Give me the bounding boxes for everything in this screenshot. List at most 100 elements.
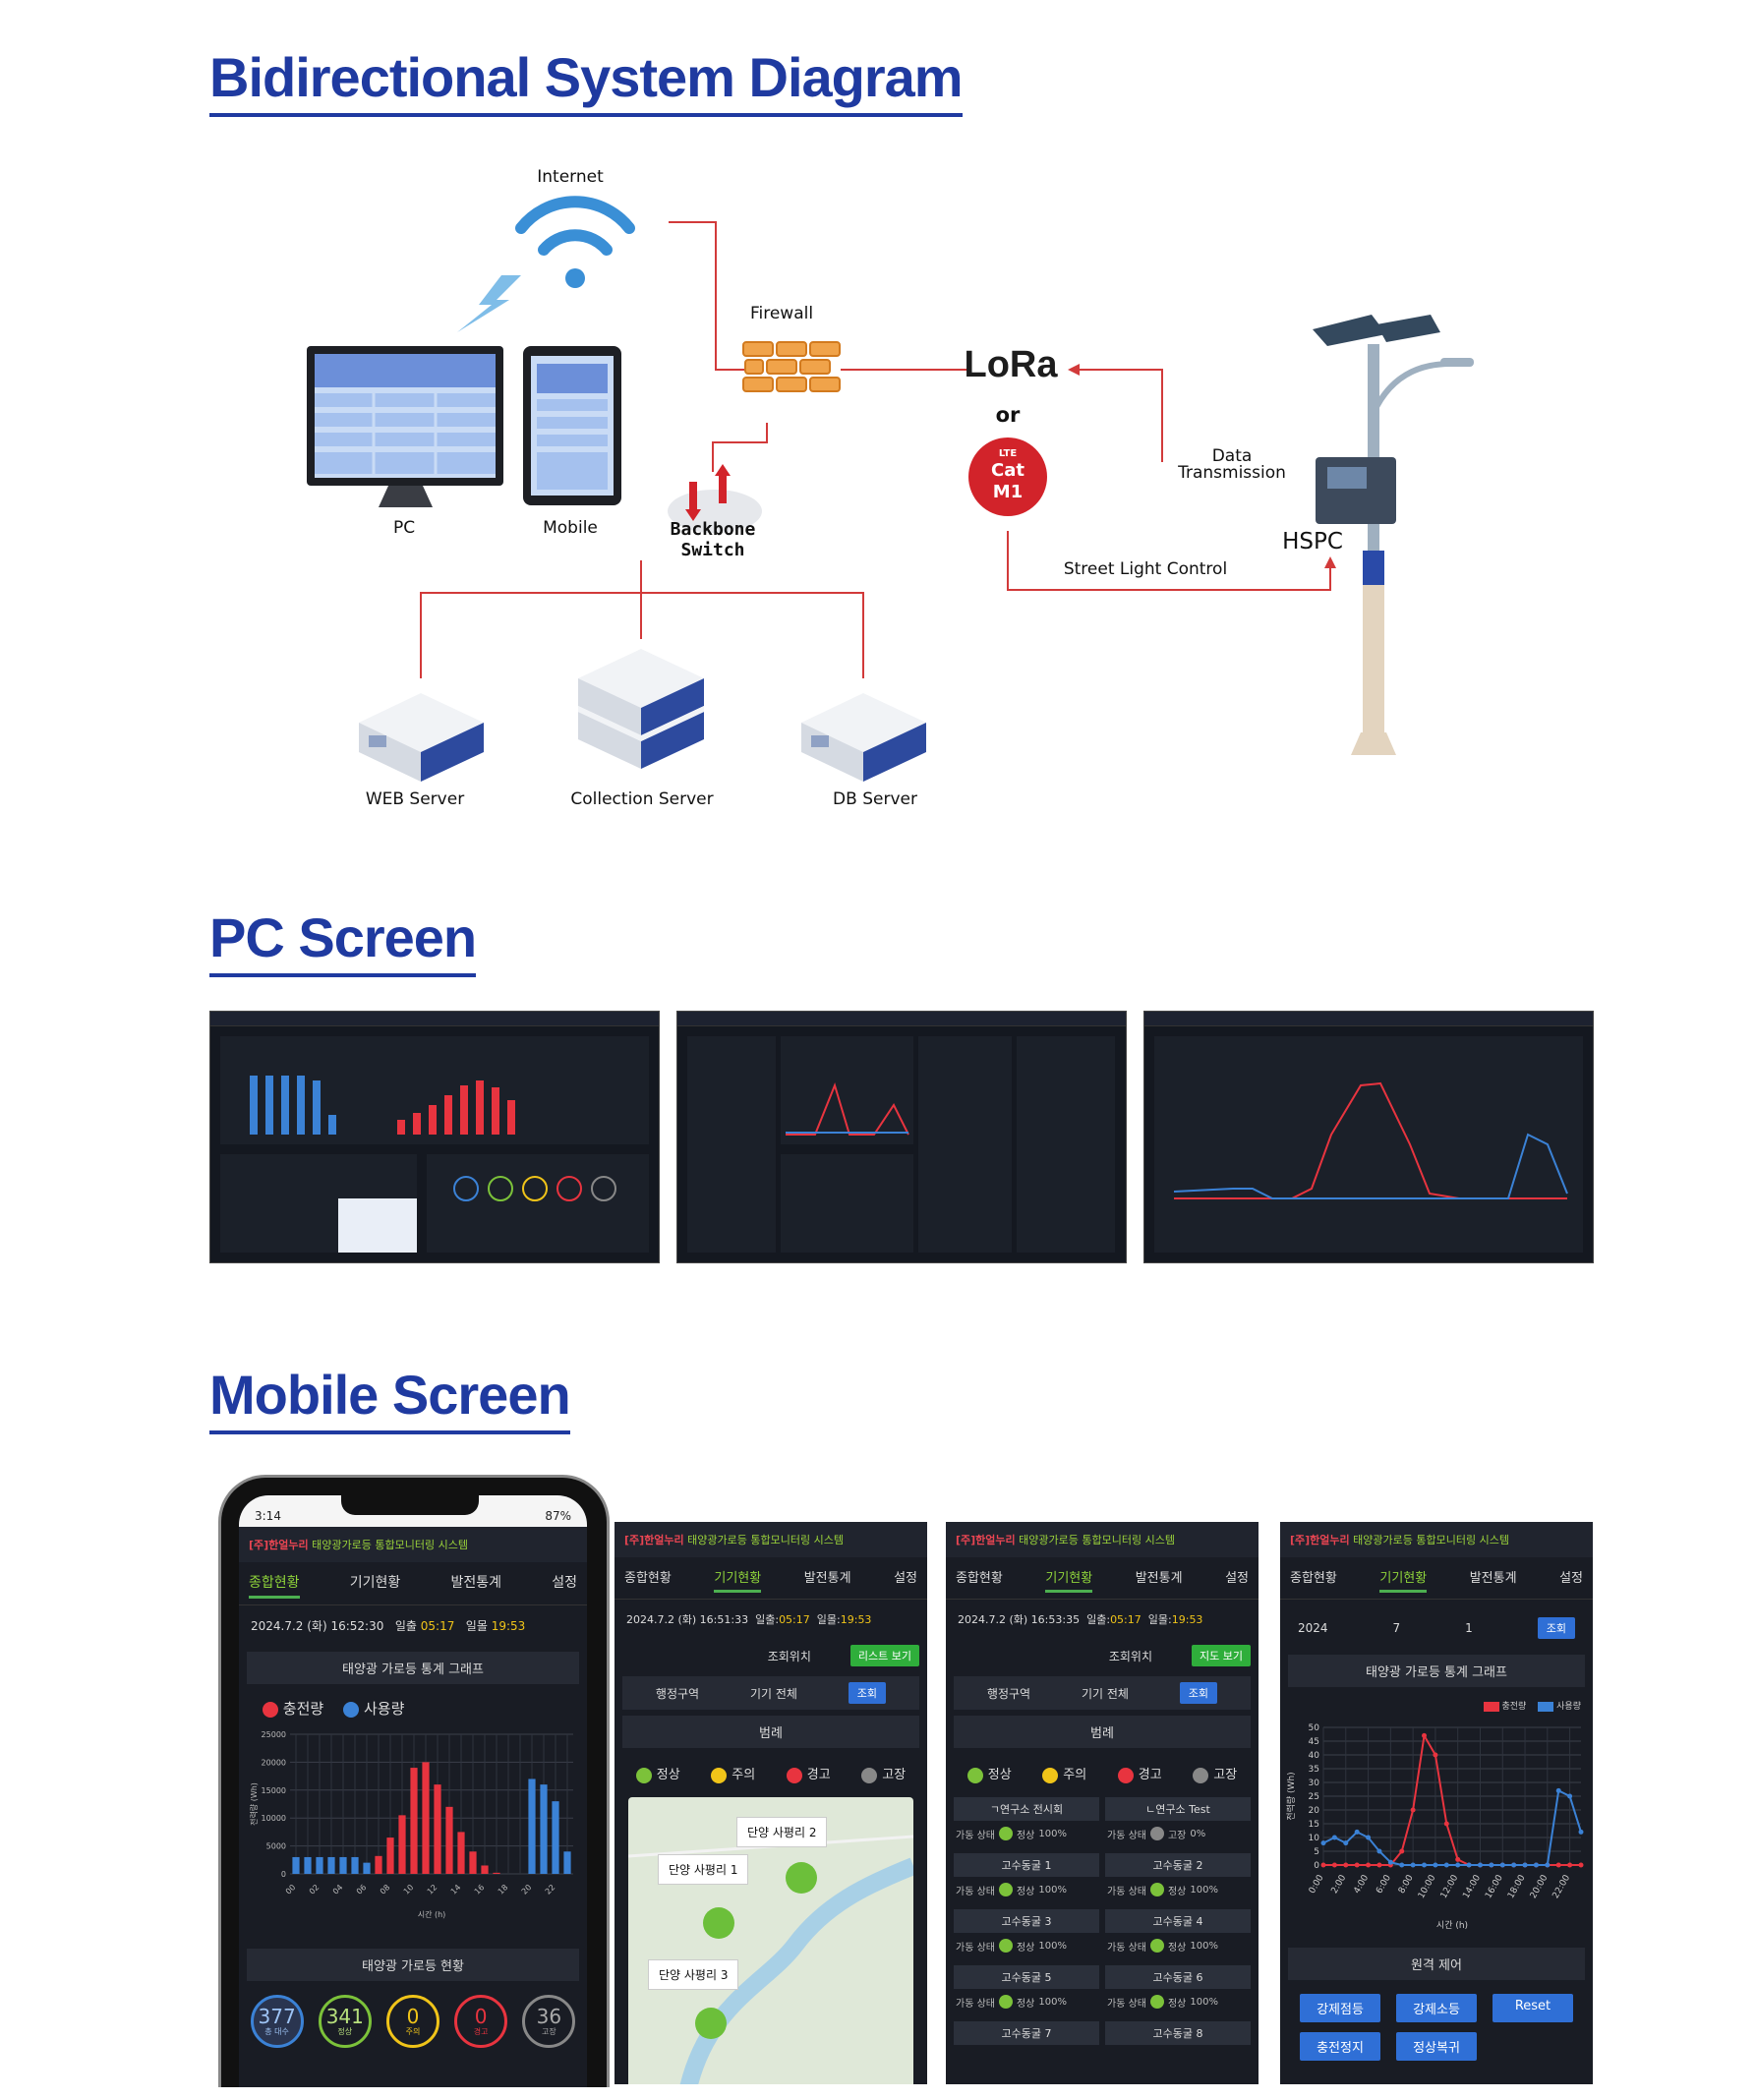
tab-statistics[interactable]: 발전통계 [1469, 1571, 1517, 1586]
bar-use [339, 1856, 347, 1874]
x-tick-label: 10:00 [1417, 1873, 1438, 1900]
connector-lines [420, 221, 1331, 678]
tab-settings[interactable]: 설정 [1225, 1571, 1249, 1586]
tab-devices[interactable]: 기기현황 [714, 1567, 762, 1593]
or-label: or [995, 403, 1021, 427]
admin-area-select[interactable]: 행정구역 [655, 1686, 700, 1701]
point-use [1387, 1859, 1393, 1865]
point-use [1433, 1862, 1438, 1868]
tab-overview[interactable]: 종합현황 [1290, 1571, 1337, 1586]
web-server-label: WEB Server [365, 789, 465, 809]
bar-charge [410, 1768, 418, 1874]
search-button[interactable]: 조회 [1537, 1617, 1575, 1639]
point-charge [1366, 1862, 1372, 1868]
bar-use [363, 1862, 371, 1874]
legend-use-dot [343, 1701, 360, 1718]
y-tick-label: 0 [1314, 1861, 1319, 1871]
search-button[interactable]: 조회 [1179, 1682, 1218, 1704]
y-tick-label: 0 [281, 1870, 286, 1879]
tab-statistics[interactable]: 발전통계 [1135, 1571, 1183, 1586]
graph-legend: 충전량 사용량 [1280, 1693, 1593, 1718]
bar-charge [493, 1872, 500, 1874]
x-tick-label: 6:00 [1375, 1873, 1393, 1896]
admin-area-select[interactable]: 행정구역 [986, 1686, 1031, 1701]
point-charge [1410, 1807, 1416, 1813]
point-use [1533, 1862, 1539, 1868]
map-pin-label[interactable]: 단양 사평리 2 [736, 1816, 828, 1847]
day-select[interactable]: 1 [1465, 1621, 1473, 1635]
status-title: 태양광 가로등 현황 [247, 1949, 579, 1981]
y-axis-label: 전력량 (Wh) [249, 1782, 259, 1826]
bar-charge [469, 1851, 477, 1874]
y-tick-label: 20000 [262, 1758, 286, 1767]
month-select[interactable]: 7 [1392, 1621, 1401, 1635]
x-tick-label: 20 [520, 1883, 534, 1896]
tab-settings[interactable]: 설정 [552, 1575, 577, 1591]
x-tick-label: 16 [473, 1883, 487, 1896]
device-map[interactable]: 단양 사평리 2 단양 사평리 1 단양 사평리 3 [628, 1796, 913, 2084]
backbone-switch-line2: Switch [680, 540, 745, 560]
restore-normal-button[interactable]: 정상복귀 [1396, 2032, 1477, 2061]
x-tick-label: 08 [379, 1883, 392, 1896]
lightning-icon [457, 275, 521, 332]
force-off-button[interactable]: 강제소등 [1396, 1994, 1477, 2022]
db-server-label: DB Server [833, 789, 917, 809]
x-tick-label: 0:00 [1308, 1873, 1326, 1896]
force-on-button[interactable]: 강제점등 [1300, 1994, 1380, 2022]
tab-overview[interactable]: 종합현황 [624, 1571, 672, 1586]
mobile-device-icon [523, 346, 621, 505]
device-card[interactable]: 고수동굴 8 [1105, 2020, 1251, 2045]
status-time: 3:14 [255, 1509, 281, 1523]
tab-overview[interactable]: 종합현황 [249, 1572, 300, 1599]
tab-settings[interactable]: 설정 [894, 1571, 917, 1586]
y-tick-label: 50 [1309, 1723, 1320, 1733]
bar-charge [445, 1806, 453, 1874]
search-button[interactable]: 조회 [848, 1682, 887, 1704]
tab-devices[interactable]: 기기현황 [1379, 1567, 1428, 1593]
datetime-line: 2024.7.2 (화) 16:51:33 일출:05:17 일몰:19:53 [626, 1613, 872, 1626]
all-devices-select[interactable]: 기기 전체 [749, 1686, 797, 1701]
map-pin-label[interactable]: 단양 사평리 3 [648, 1958, 739, 1990]
x-tick-label: 20:00 [1529, 1873, 1551, 1900]
device-card[interactable]: 고수동굴 7 [954, 2020, 1099, 2045]
tab-statistics[interactable]: 발전통계 [450, 1575, 501, 1591]
pc-monitor-icon [307, 346, 503, 507]
point-use [1489, 1862, 1494, 1868]
x-tick-label: 04 [331, 1883, 345, 1896]
year-select[interactable]: 2024 [1298, 1621, 1328, 1635]
tab-devices[interactable]: 기기현황 [1045, 1567, 1093, 1593]
map-view-button[interactable]: 지도 보기 [1192, 1645, 1251, 1666]
y-tick-label: 30 [1309, 1779, 1320, 1788]
y-tick-label: 35 [1309, 1765, 1319, 1775]
hspc-label: HSPC [1282, 529, 1343, 554]
map-pin-label[interactable]: 단양 사평리 1 [658, 1853, 749, 1885]
tab-devices[interactable]: 기기현황 [349, 1575, 401, 1591]
tab-overview[interactable]: 종합현황 [956, 1571, 1003, 1586]
internet-label: Internet [537, 167, 604, 187]
stop-charging-button[interactable]: 충전정지 [1300, 2032, 1380, 2061]
all-devices-select[interactable]: 기기 전체 [1081, 1686, 1129, 1701]
reset-button[interactable]: Reset [1493, 1994, 1573, 2022]
lookup-location-label: 조회위치 [1108, 1649, 1153, 1663]
y-tick-label: 10000 [262, 1814, 286, 1823]
point-use [1354, 1829, 1360, 1835]
bar-use [327, 1856, 335, 1874]
bar-use [552, 1801, 559, 1874]
bar-charge [422, 1762, 430, 1874]
list-view-button[interactable]: 리스트 보기 [849, 1645, 919, 1666]
x-tick-label: 2:00 [1330, 1873, 1349, 1896]
tab-settings[interactable]: 설정 [1559, 1571, 1583, 1586]
x-tick-label: 22 [544, 1883, 557, 1896]
tab-statistics[interactable]: 발전통계 [803, 1571, 851, 1586]
x-axis-label: 시간 (h) [1436, 1920, 1468, 1931]
